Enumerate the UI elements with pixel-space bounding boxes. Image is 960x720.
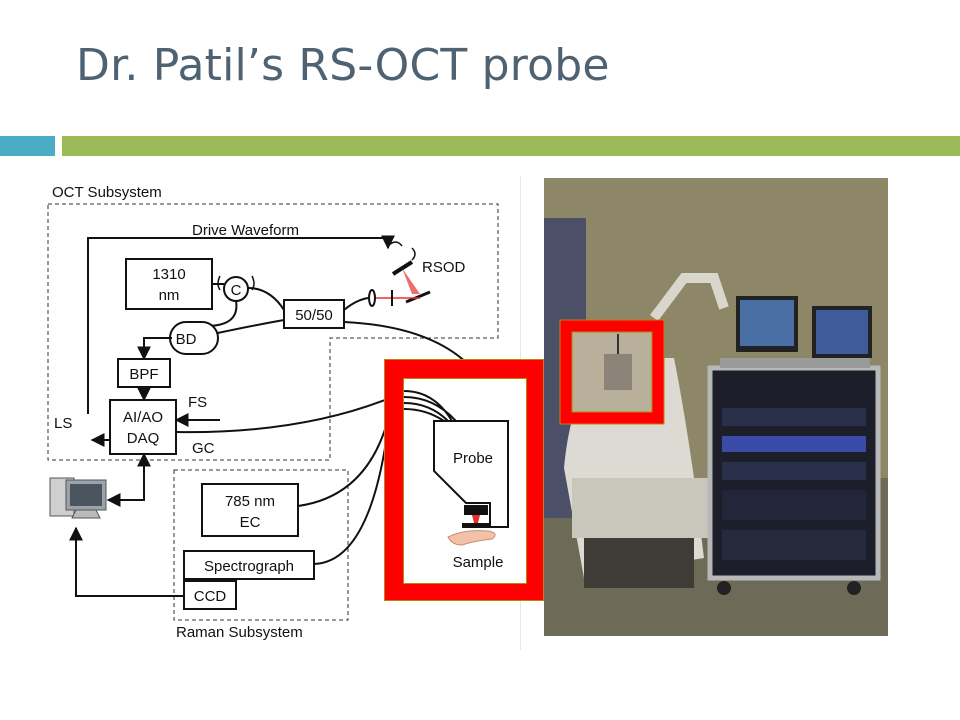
probe-label: Probe — [453, 450, 493, 467]
rsod-lens — [368, 289, 376, 307]
wire-daq-computer — [106, 452, 151, 507]
rsod-grating — [391, 260, 414, 276]
probe-fiber-bundle — [404, 390, 457, 422]
source-label-line2: nm — [159, 287, 180, 304]
bd-box — [169, 321, 219, 355]
probe-tip — [464, 505, 488, 515]
wire-bd-bpf — [137, 337, 172, 361]
coupler-label: 50/50 — [295, 307, 333, 324]
wire-ccd-computer — [69, 526, 184, 597]
ls-label: LS — [54, 415, 72, 432]
daq-label-line1: AI/AO — [123, 409, 163, 426]
coupler-box — [283, 299, 345, 329]
daq-box — [109, 399, 177, 455]
drive-waveform-label: Drive Waveform — [192, 222, 299, 239]
probe-highlight: Probe Sample — [384, 359, 544, 601]
source-box — [125, 258, 213, 310]
bpf-label: BPF — [129, 366, 158, 383]
laser-box — [201, 483, 299, 537]
probe-panel: Probe Sample — [403, 378, 527, 584]
laser-label-line1: 785 nm — [225, 493, 275, 510]
fiber-coupler-rsod — [343, 297, 369, 311]
circulator-label: C — [231, 282, 242, 299]
daq-label-line2: DAQ — [127, 430, 160, 447]
gc-label: GC — [192, 440, 215, 457]
accent-bar-teal — [0, 136, 55, 156]
ccd-label: CCD — [194, 588, 227, 605]
system-photo — [544, 178, 888, 636]
spectrograph-box — [183, 550, 315, 580]
spectrograph-label: Spectrograph — [204, 558, 294, 575]
bd-label: BD — [176, 331, 197, 348]
probe-beam — [472, 515, 480, 523]
fiber-probe-spectrograph — [313, 427, 389, 565]
hand-icon — [447, 530, 496, 546]
raman-subsystem-boundary — [173, 469, 349, 621]
probe-body — [433, 420, 509, 528]
raman-subsystem-label: Raman Subsystem — [176, 624, 303, 641]
sample-label: Sample — [453, 554, 504, 571]
wire-gc — [175, 397, 391, 434]
source-label-line1: 1310 — [152, 266, 185, 283]
fs-label: FS — [188, 394, 207, 411]
fiber-coupler-probe — [343, 321, 471, 367]
laser-label-line2: EC — [240, 514, 261, 531]
fiber-circulator-coupler — [247, 287, 285, 311]
slide-title: Dr. Patil’s RS-OCT probe — [76, 40, 610, 91]
rsod-beam — [402, 268, 420, 294]
rsod-label: RSOD — [422, 259, 466, 276]
drive-waveform-line — [87, 235, 395, 414]
accent-bar-green — [62, 136, 960, 156]
rsod-scan-arrows — [387, 241, 416, 261]
computer-icon — [49, 477, 107, 519]
rsod-mirror — [405, 290, 431, 304]
oct-subsystem-label: OCT Subsystem — [52, 184, 162, 201]
oct-subsystem-boundary — [47, 203, 499, 461]
probe-window — [462, 523, 490, 528]
